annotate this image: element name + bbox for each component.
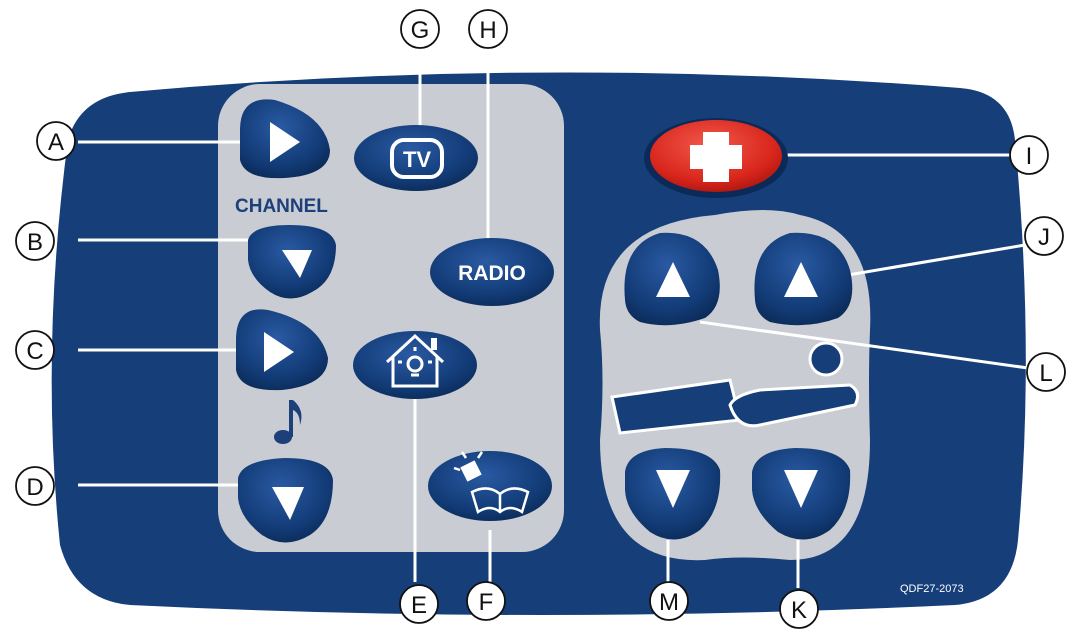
svg-text:A: A — [48, 129, 64, 156]
callout-l: L — [1027, 353, 1065, 391]
svg-text:I: I — [1026, 143, 1033, 170]
callout-j: J — [1025, 217, 1063, 255]
svg-text:G: G — [411, 17, 430, 44]
room-light-button[interactable] — [353, 331, 477, 399]
callout-g: G — [401, 10, 439, 48]
svg-text:E: E — [411, 592, 427, 619]
channel-label: CHANNEL — [235, 196, 328, 217]
callout-k: K — [780, 590, 818, 628]
svg-text:M: M — [659, 589, 679, 616]
svg-text:K: K — [791, 597, 807, 624]
part-code-label: QDF27-2073 — [900, 583, 964, 595]
nurse-call-button[interactable] — [644, 118, 788, 198]
callout-e: E — [400, 585, 438, 623]
callout-m: M — [650, 582, 688, 620]
callout-h: H — [469, 10, 507, 48]
svg-text:H: H — [479, 17, 496, 44]
callout-a: A — [37, 122, 75, 160]
svg-text:D: D — [26, 474, 43, 501]
reading-light-button[interactable] — [428, 451, 552, 521]
svg-text:TV: TV — [403, 147, 431, 172]
tv-button[interactable]: TV — [354, 125, 478, 191]
svg-text:RADIO: RADIO — [458, 262, 526, 285]
callout-i: I — [1010, 136, 1048, 174]
svg-text:B: B — [27, 229, 43, 256]
callout-d: D — [16, 467, 54, 505]
svg-text:J: J — [1038, 224, 1050, 251]
callout-f: F — [467, 582, 505, 620]
svg-text:C: C — [26, 338, 43, 365]
callout-b: B — [16, 222, 54, 260]
svg-text:F: F — [479, 589, 494, 616]
svg-text:L: L — [1039, 360, 1052, 387]
radio-button[interactable]: RADIO — [430, 238, 554, 306]
callout-c: C — [16, 331, 54, 369]
